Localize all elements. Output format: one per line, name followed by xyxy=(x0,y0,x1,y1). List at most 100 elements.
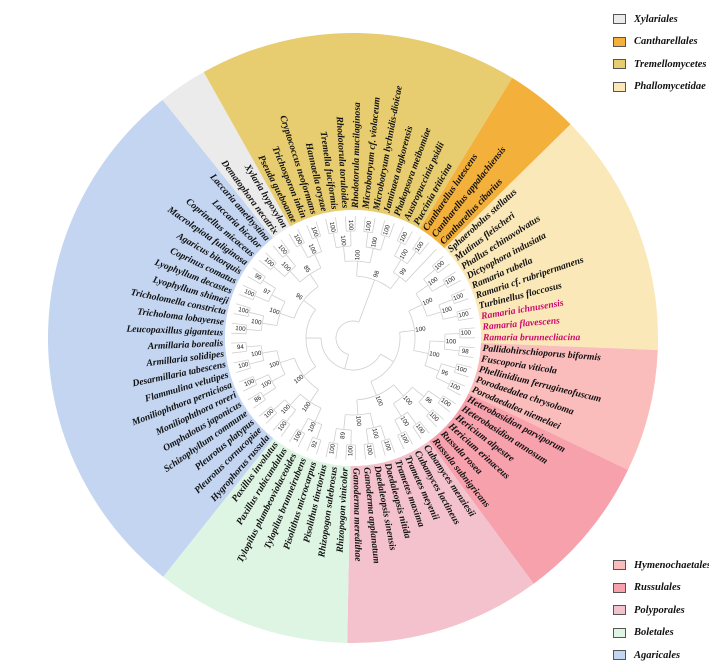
bootstrap-value: 100 xyxy=(370,236,379,248)
bootstrap-value: 100 xyxy=(328,221,337,233)
branch xyxy=(249,311,264,317)
branch xyxy=(412,421,421,428)
bootstrap-value: 100 xyxy=(301,400,313,413)
branch xyxy=(443,334,446,350)
branch xyxy=(254,374,269,381)
branch xyxy=(456,363,472,368)
branch xyxy=(312,235,321,240)
branch xyxy=(262,279,276,289)
branch xyxy=(407,411,417,425)
branch xyxy=(309,273,319,287)
branch xyxy=(405,248,437,283)
branch xyxy=(358,279,375,323)
legend-swatch xyxy=(613,81,626,92)
branch xyxy=(418,402,430,414)
branch xyxy=(380,353,394,363)
legend-label: Xylariales xyxy=(634,13,678,25)
branch xyxy=(242,284,257,293)
branch xyxy=(299,267,322,283)
branch xyxy=(289,270,301,283)
branch xyxy=(426,415,438,428)
branch xyxy=(303,300,316,310)
bootstrap-value: 100 xyxy=(456,365,468,375)
branch xyxy=(365,246,381,251)
bootstrap-value: 85 xyxy=(302,264,312,274)
branch xyxy=(272,418,284,431)
bootstrap-value: 96 xyxy=(424,396,434,406)
branch xyxy=(253,399,266,409)
branch xyxy=(306,436,314,452)
bootstrap-value: 96 xyxy=(294,292,304,302)
branch xyxy=(297,229,305,243)
branch xyxy=(442,271,456,281)
bootstrap-value: 100 xyxy=(292,430,303,443)
branch xyxy=(242,384,257,392)
branch xyxy=(432,283,446,292)
clade-color-ring xyxy=(47,32,658,643)
legend-item: Boletales xyxy=(613,622,709,645)
branch xyxy=(260,315,265,331)
legend-swatch xyxy=(613,59,626,70)
branch xyxy=(335,320,360,355)
branch xyxy=(262,350,278,354)
branch xyxy=(314,407,322,422)
branch xyxy=(412,236,422,250)
bootstrap-value: 100 xyxy=(235,325,246,333)
branch xyxy=(454,363,458,373)
branch xyxy=(265,412,277,424)
branch xyxy=(335,217,339,233)
bootstrap-value: 100 xyxy=(243,378,256,389)
legend-item: Agaricales xyxy=(613,644,709,667)
branch xyxy=(438,304,444,320)
bootstrap-value: 100 xyxy=(237,306,249,315)
bootstrap-value: 100 xyxy=(307,243,318,256)
branch xyxy=(394,411,408,421)
bootstrap-value: 100 xyxy=(354,415,362,426)
branch xyxy=(369,248,374,263)
branch xyxy=(332,232,337,248)
branch xyxy=(260,345,265,361)
branch xyxy=(258,259,271,271)
branch xyxy=(380,220,386,235)
branch xyxy=(447,387,461,396)
legend-swatch xyxy=(613,560,626,571)
branch xyxy=(423,278,433,292)
bootstrap-value: 86 xyxy=(253,394,263,404)
bootstrap-value: 100 xyxy=(365,220,373,232)
taxon-label: Rhizopogon vinicolor xyxy=(335,467,351,554)
branch xyxy=(454,298,469,304)
branch xyxy=(365,428,369,444)
branch xyxy=(435,377,450,385)
branch xyxy=(426,311,442,317)
branch xyxy=(412,426,422,440)
bootstrap-value: 98 xyxy=(461,348,469,356)
branch xyxy=(432,255,444,267)
branch xyxy=(412,386,425,398)
bootstrap-value: 100 xyxy=(268,307,281,317)
branch xyxy=(372,443,376,458)
clade-sector-hymenochaetales xyxy=(468,343,658,470)
clade-sector-agaricales xyxy=(47,99,274,577)
branch xyxy=(245,325,248,334)
branch xyxy=(415,284,429,294)
bootstrap-value: 100 xyxy=(339,235,347,247)
taxon-label: Armillaria borealis xyxy=(147,338,224,352)
branch xyxy=(231,350,247,354)
branch xyxy=(444,348,460,352)
bootstrap-value: 100 xyxy=(441,305,453,315)
branch xyxy=(271,294,286,303)
bootstrap-value: 100 xyxy=(347,220,354,231)
branch xyxy=(380,441,386,456)
branch xyxy=(308,418,322,425)
branch xyxy=(365,232,369,247)
bootstrap-value: 100 xyxy=(439,397,452,409)
branch xyxy=(428,390,441,400)
branch xyxy=(309,389,319,403)
legend-item: Phallomycetidae xyxy=(613,76,707,99)
bootstrap-value: 100 xyxy=(415,325,427,333)
branch xyxy=(259,406,272,417)
branch xyxy=(451,379,466,387)
branch xyxy=(254,295,269,302)
branch xyxy=(423,269,436,280)
legend-swatch xyxy=(613,605,626,616)
